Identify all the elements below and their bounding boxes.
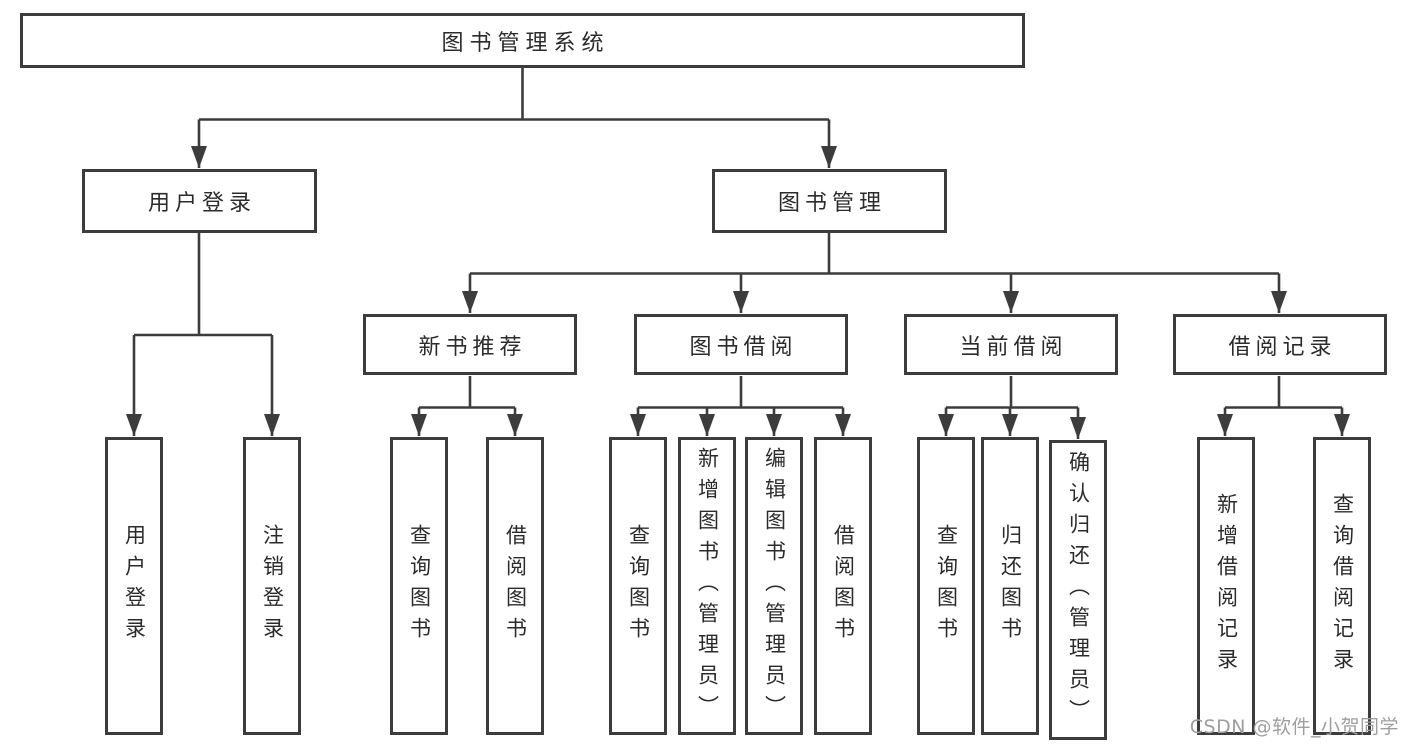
leaf-edit-books-admin: 编辑图书（管理员）: [745, 437, 803, 735]
leaf-query-borrow-record: 查询借阅记录: [1313, 437, 1371, 735]
leaf-borrow-books-borrowing: 借阅图书: [814, 437, 872, 735]
leaf-query-books-borrowing: 查询图书: [609, 437, 667, 735]
leaf-logout: 注销登录: [243, 437, 301, 735]
leaf-user-login: 用户登录: [105, 437, 163, 735]
leaf-query-books-recommend: 查询图书: [390, 437, 448, 735]
node-root: 图书管理系统: [20, 13, 1025, 68]
leaf-add-books-admin: 新增图书（管理员）: [678, 437, 736, 735]
leaf-confirm-return-admin: 确认归还（管理员）: [1049, 440, 1107, 740]
node-book-management: 图书管理: [712, 169, 947, 233]
node-book-borrowing: 图书借阅: [634, 314, 848, 375]
node-current-borrowing: 当前借阅: [904, 314, 1118, 375]
node-user-login: 用户登录: [82, 169, 317, 233]
node-borrowing-records: 借阅记录: [1173, 314, 1387, 375]
watermark: CSDN @软件_小贺同学: [1189, 716, 1399, 738]
leaf-add-borrow-record: 新增借阅记录: [1197, 437, 1255, 735]
leaf-query-books-current: 查询图书: [917, 437, 975, 735]
node-new-book-recommendation: 新书推荐: [363, 314, 577, 375]
leaf-borrow-books-recommend: 借阅图书: [486, 437, 544, 735]
leaf-return-books: 归还图书: [981, 437, 1039, 735]
